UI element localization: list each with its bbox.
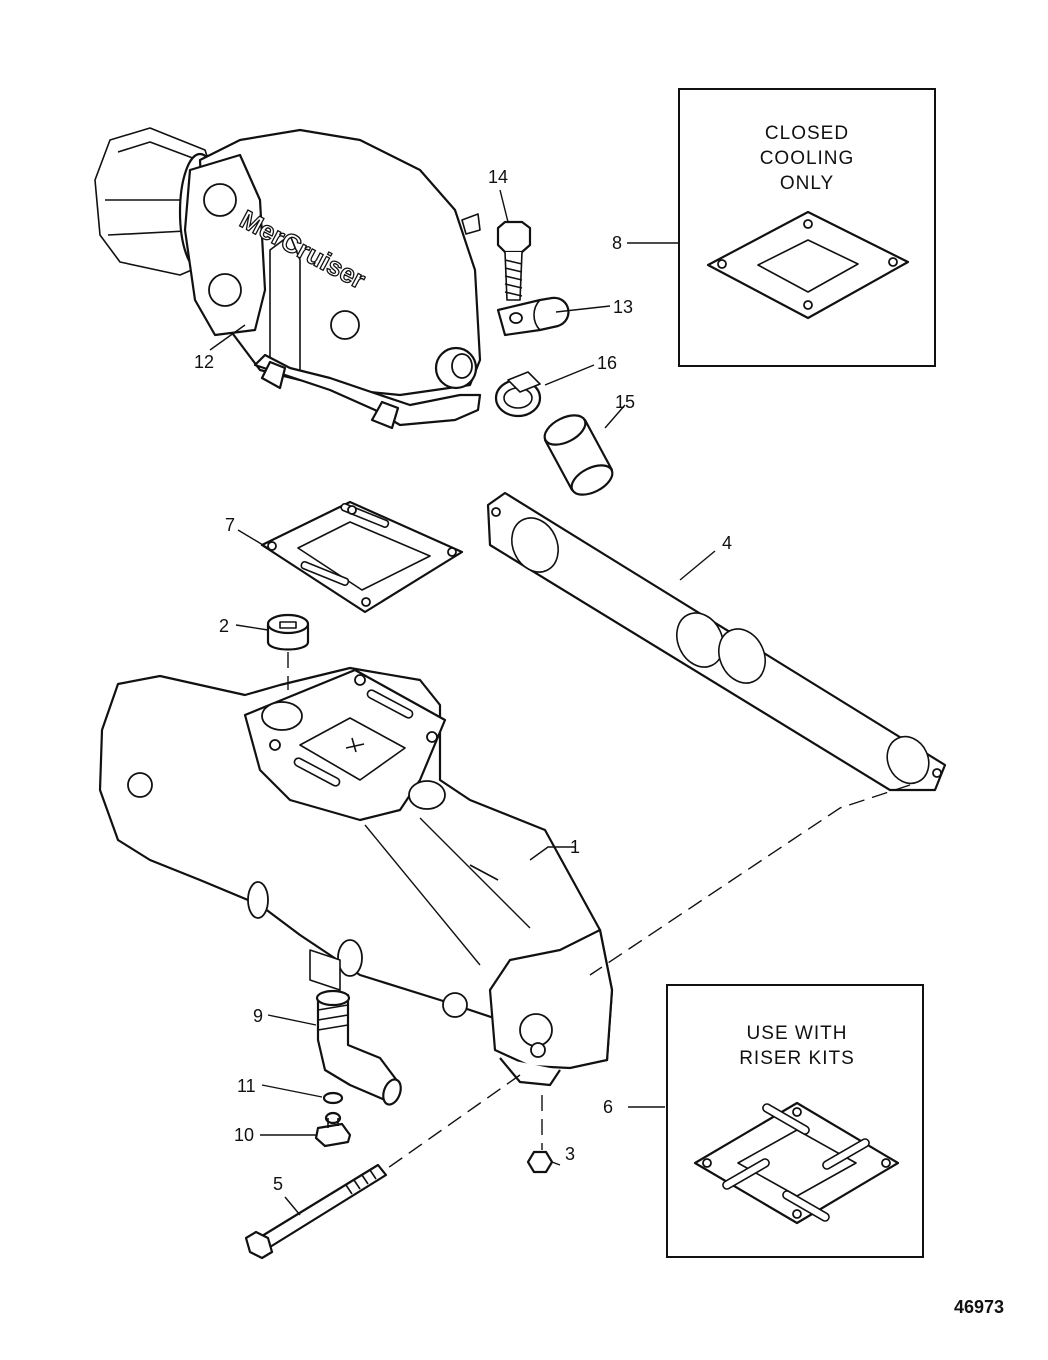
callout-labels: 1 2 3 4 5 6 7 8 9 10 11 12 13 14 15 16 (194, 167, 732, 1194)
gasket-part-7 (260, 500, 464, 614)
bolt-part-14 (496, 220, 532, 301)
callout-7: 7 (225, 515, 235, 535)
riser-kits-note-box: USE WITH RISER KITS (666, 984, 924, 1258)
callout-11: 11 (237, 1076, 256, 1096)
hose-clamp-part-16 (494, 371, 542, 418)
o-ring-part-11 (322, 1091, 344, 1105)
callout-1: 1 (570, 837, 580, 857)
hose-part-15 (543, 414, 614, 496)
drain-plug-part-10 (314, 1111, 352, 1148)
callout-4: 4 (722, 533, 732, 553)
box-top-line-1: CLOSED (765, 123, 849, 144)
box-bottom-line-2: RISER KITS (739, 1048, 855, 1069)
exhaust-manifold-part-1 (98, 666, 614, 1087)
leader-lines (209, 189, 716, 1216)
callout-13: 13 (613, 297, 633, 317)
callout-2: 2 (219, 616, 229, 636)
callout-5: 5 (273, 1174, 283, 1194)
clamp-part-13 (496, 296, 570, 337)
callout-3: 3 (565, 1144, 575, 1164)
callout-8: 8 (612, 233, 622, 253)
callout-15: 15 (615, 392, 635, 412)
nut-part-3 (526, 1150, 554, 1174)
callout-14: 14 (488, 167, 508, 187)
callout-9: 9 (253, 1006, 263, 1026)
box-bottom-line-1: USE WITH (747, 1023, 848, 1044)
exhaust-elbow-part-12: MerCruiser (94, 127, 482, 430)
assembly-dashed-lines (287, 652, 911, 1171)
box-top-line-2: COOLING (760, 148, 855, 169)
box-top-line-3: ONLY (780, 173, 834, 194)
elbow-fitting-part-9 (315, 989, 402, 1106)
callout-6: 6 (603, 1097, 613, 1117)
plug-part-2 (266, 613, 310, 651)
callout-12: 12 (194, 352, 214, 372)
riser-gasket-part-6 (693, 1101, 900, 1225)
closed-cooling-note-box: CLOSED COOLING ONLY (678, 88, 936, 367)
callout-16: 16 (597, 353, 617, 373)
stud-part-5 (244, 1163, 388, 1260)
closed-cooling-gasket-part-8 (706, 210, 910, 320)
drawing-number: 46973 (954, 1297, 1004, 1317)
manifold-gasket-part-4 (486, 491, 947, 792)
callout-10: 10 (234, 1125, 254, 1145)
